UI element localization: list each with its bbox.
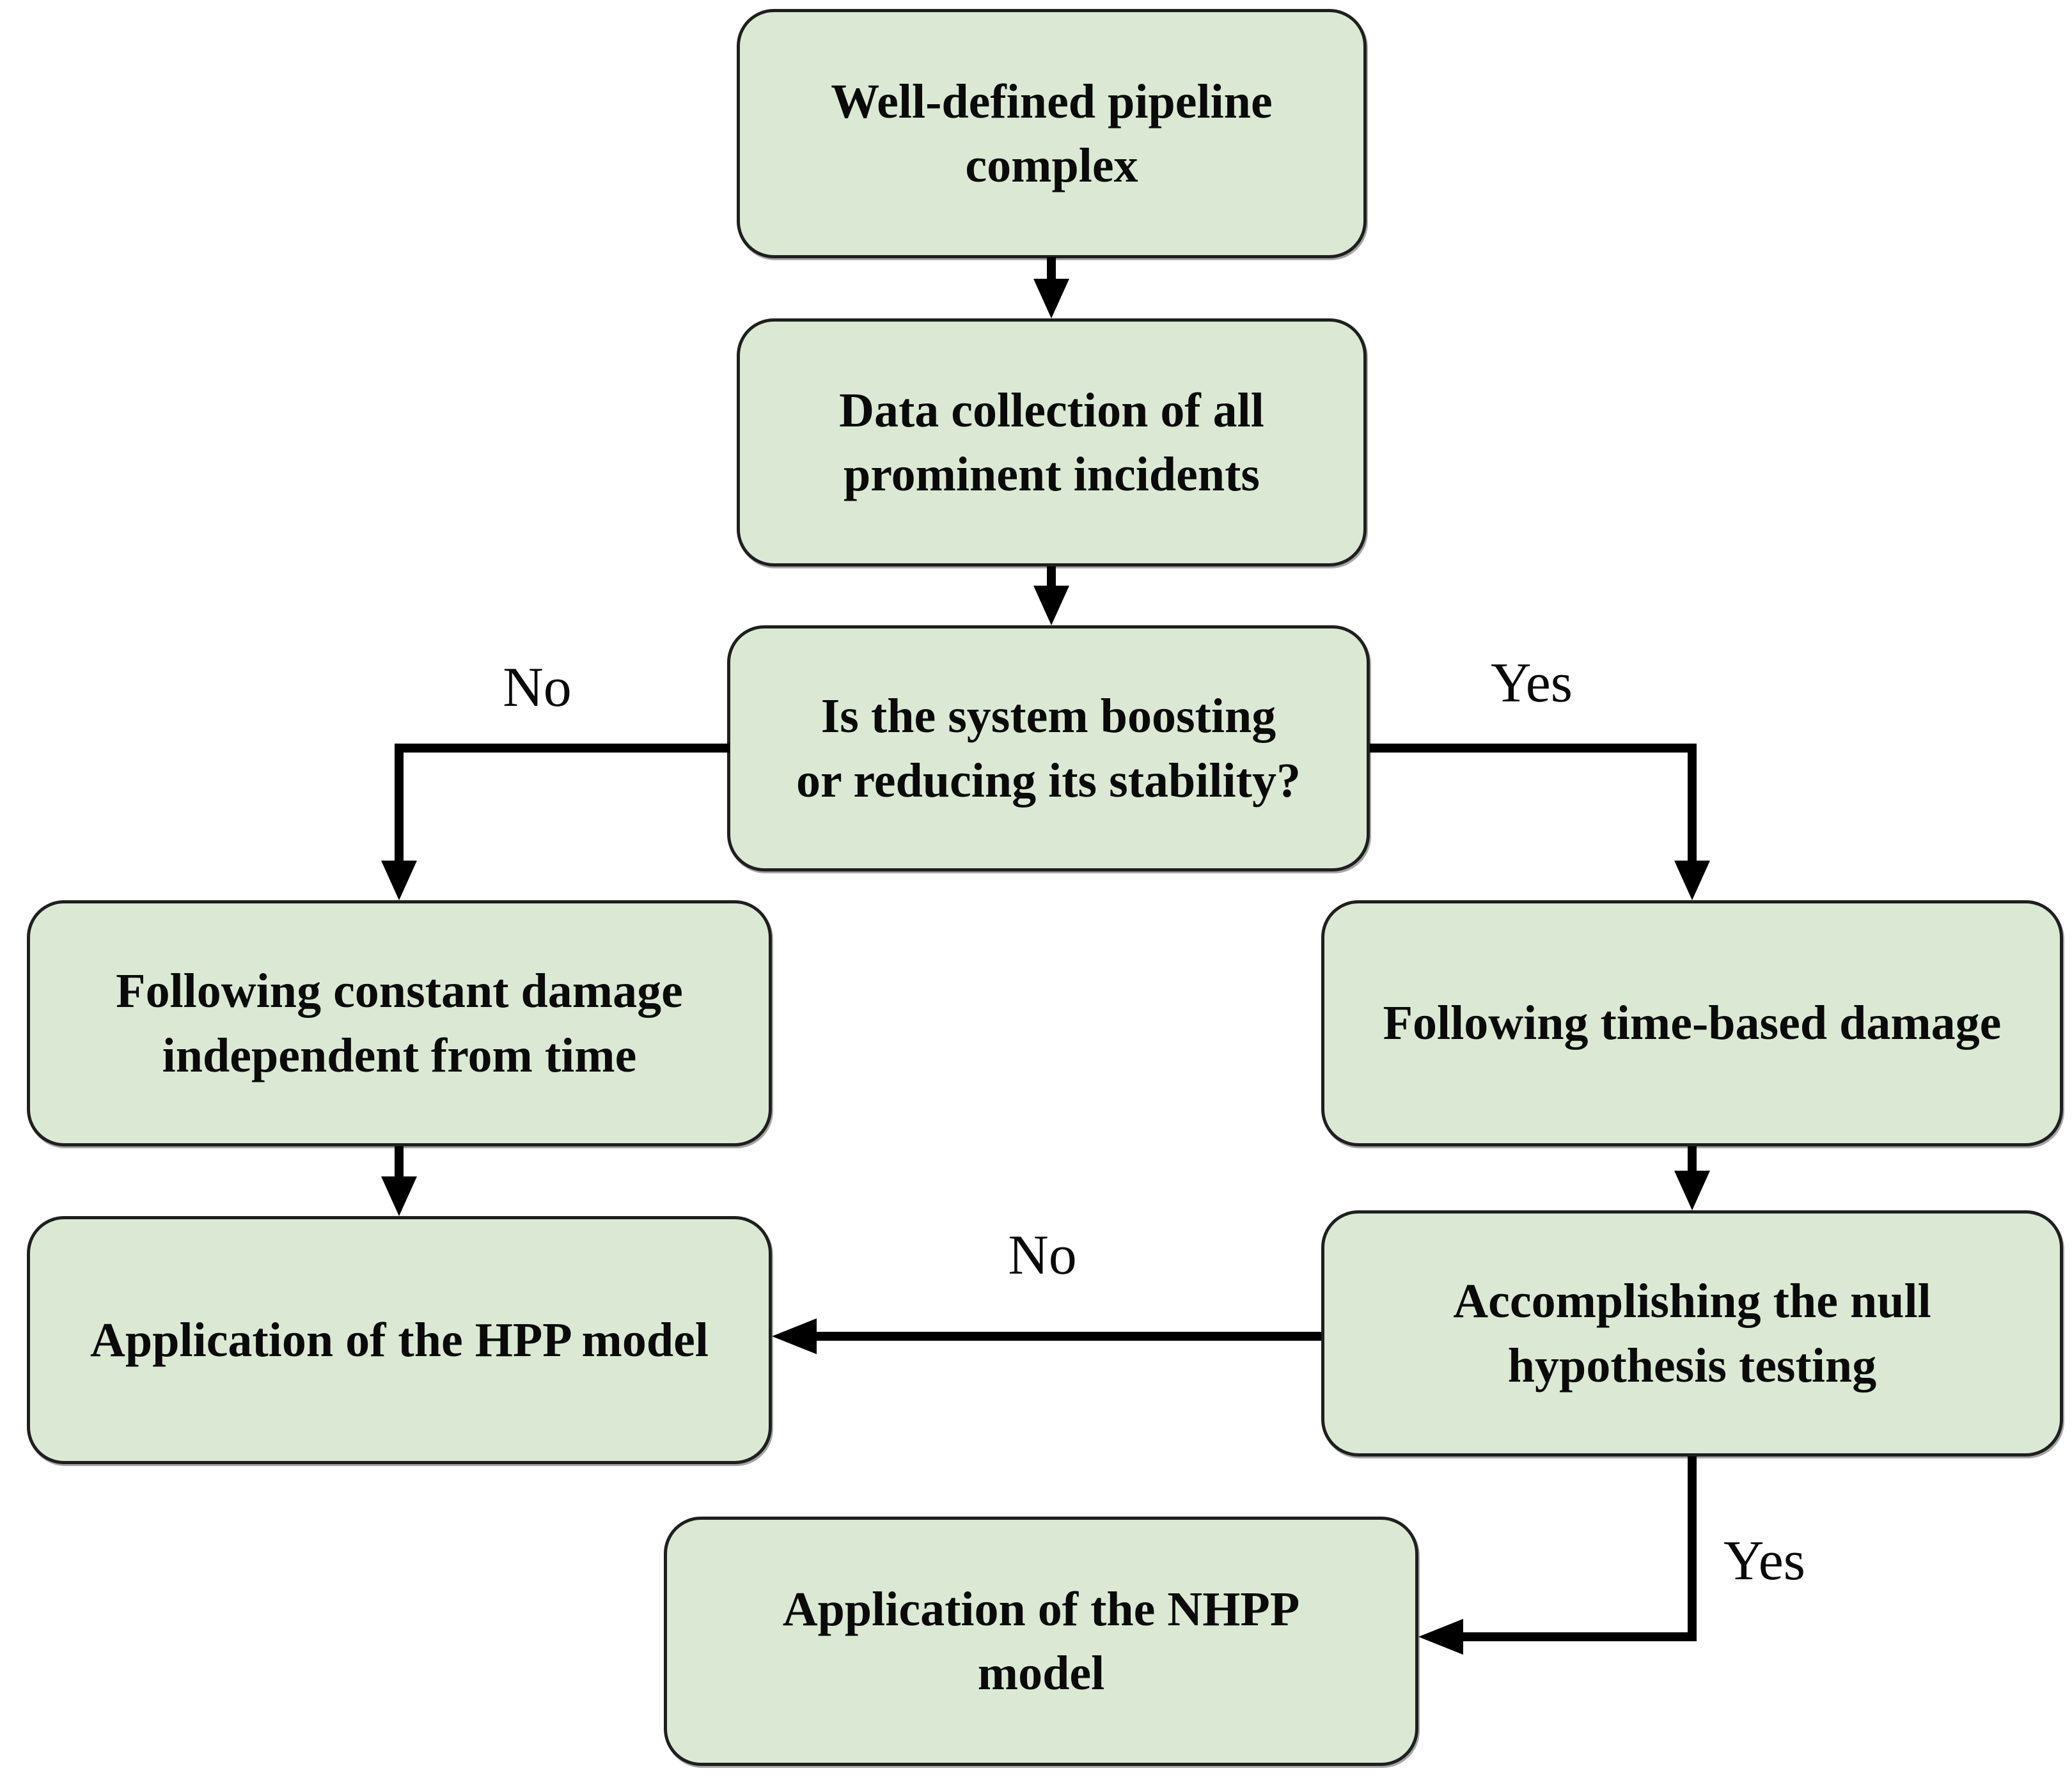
arrowhead-down-icon bbox=[381, 1176, 417, 1216]
edge-label-null-no: No bbox=[1008, 1224, 1077, 1286]
node-well-defined-pipeline-complex: Well-defined pipeline complex bbox=[737, 9, 1367, 258]
arrow-null-no-horizontal bbox=[812, 1332, 1321, 1341]
node-constant-damage: Following constant damage independent fr… bbox=[27, 900, 772, 1146]
node-null-hypothesis-testing: Accomplishing the null hypothesis testin… bbox=[1321, 1210, 2063, 1456]
arrow-constant-damage-to-hpp-stem bbox=[395, 1146, 404, 1183]
arrow-decision-yes-vertical bbox=[1688, 744, 1697, 867]
arrowhead-down-icon bbox=[381, 861, 417, 900]
arrow-decision-no-horizontal bbox=[395, 744, 730, 753]
arrowhead-left-icon bbox=[1418, 1619, 1463, 1655]
arrowhead-down-icon bbox=[1674, 861, 1710, 900]
edge-label-decision-yes: Yes bbox=[1490, 652, 1573, 714]
edge-label-null-yes: Yes bbox=[1723, 1530, 1806, 1592]
node-time-based-damage: Following time-based damage bbox=[1321, 900, 2063, 1146]
arrow-null-yes-horizontal bbox=[1459, 1632, 1697, 1641]
arrow-pipeline-to-data-collection-stem bbox=[1047, 257, 1056, 285]
arrowhead-down-icon bbox=[1674, 1171, 1710, 1210]
node-decision-system-stability: Is the system boosting or reducing its s… bbox=[727, 625, 1370, 871]
arrow-time-based-to-null-stem bbox=[1688, 1146, 1697, 1177]
node-data-collection: Data collection of all prominent inciden… bbox=[737, 318, 1367, 566]
arrowhead-down-icon bbox=[1033, 279, 1069, 318]
arrowhead-down-icon bbox=[1033, 586, 1069, 625]
node-hpp-model: Application of the HPP model bbox=[27, 1216, 772, 1464]
edge-label-decision-no: No bbox=[503, 657, 572, 719]
arrowhead-left-icon bbox=[772, 1318, 817, 1354]
arrow-decision-yes-horizontal bbox=[1370, 744, 1697, 753]
arrow-decision-no-vertical bbox=[395, 744, 404, 867]
arrow-null-yes-vertical bbox=[1688, 1456, 1697, 1641]
node-nhpp-model: Application of the NHPP model bbox=[664, 1517, 1418, 1766]
